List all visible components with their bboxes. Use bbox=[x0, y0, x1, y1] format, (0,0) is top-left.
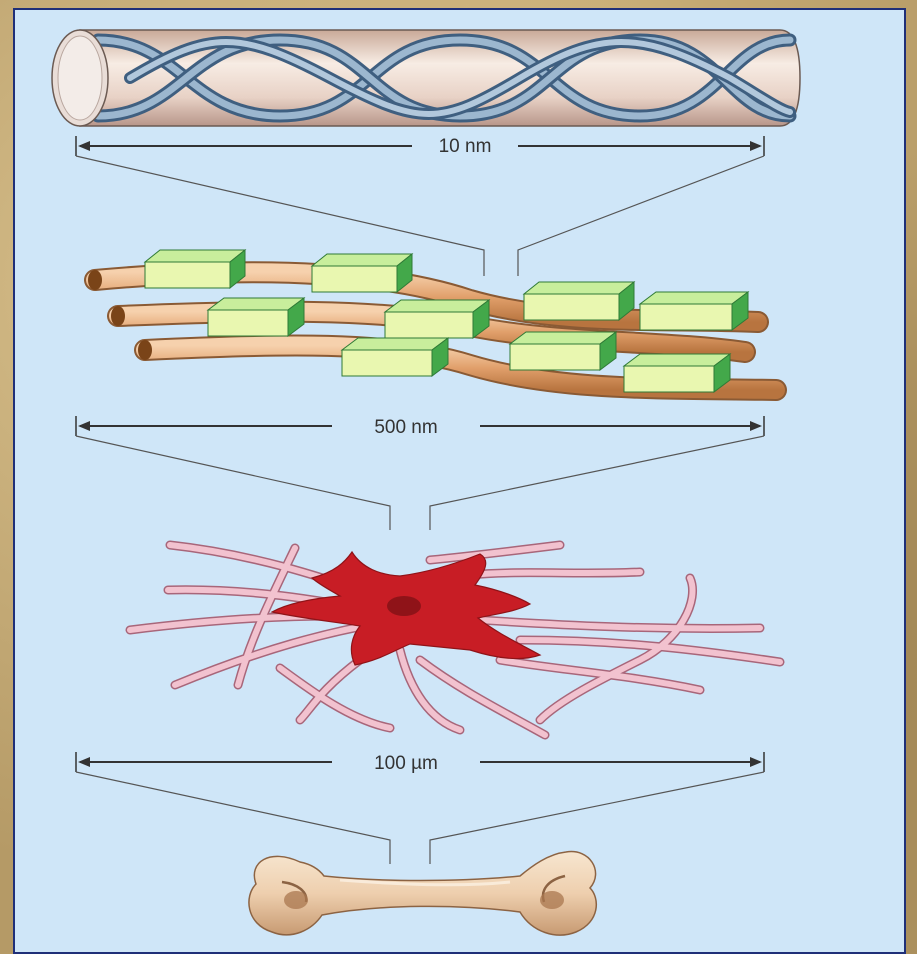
zoom-funnel-lines-2 bbox=[76, 436, 764, 530]
scale-label-10nm: 10 nm bbox=[439, 136, 492, 157]
scale-label-500nm: 500 nm bbox=[374, 417, 437, 438]
long-bone-icon bbox=[249, 852, 596, 936]
scale-label-100um: 100 µm bbox=[374, 753, 438, 774]
mineral-crystal-icon bbox=[145, 250, 748, 392]
collagen-triple-helix-icon bbox=[52, 30, 800, 126]
zoom-funnel-lines-3 bbox=[76, 772, 764, 864]
scale-bar-100um: 100 µm bbox=[76, 752, 764, 774]
scale-bar-10nm: 10 nm bbox=[76, 136, 764, 157]
scale-bar-500nm: 500 nm bbox=[76, 416, 764, 438]
